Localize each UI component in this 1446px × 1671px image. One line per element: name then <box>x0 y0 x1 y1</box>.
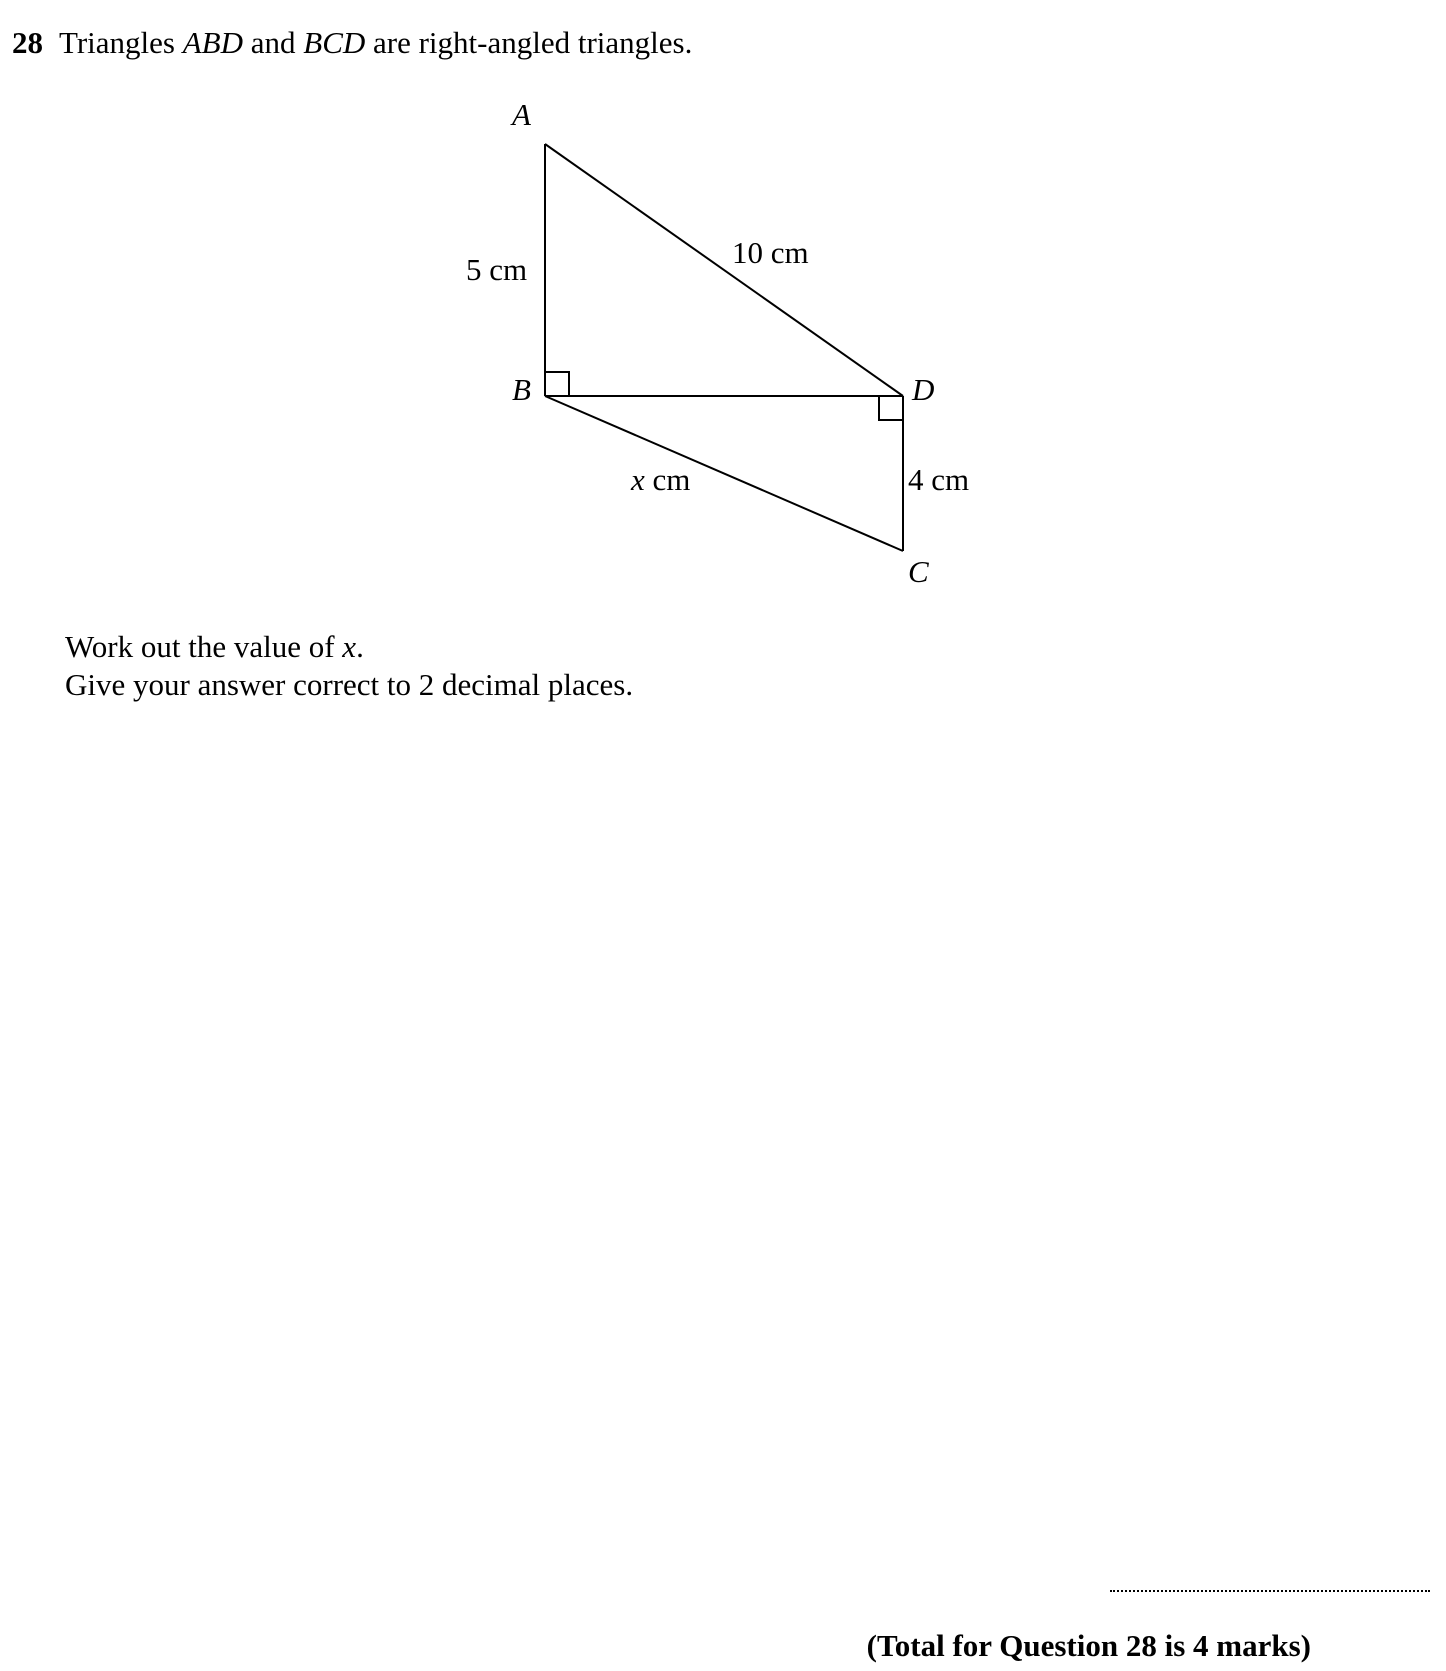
side-label-bc-unit: cm <box>645 462 691 497</box>
stem-part-triangle-abd: ABD <box>182 25 243 60</box>
instruction-variable: x <box>342 629 357 664</box>
vertex-label-c: C <box>908 554 929 589</box>
instruction-text: Work out the value of <box>65 629 343 664</box>
side-label-dc: 4 cm <box>908 462 969 497</box>
stem-part: are right-angled triangles. <box>365 25 693 60</box>
side-label-ab: 5 cm <box>466 252 527 287</box>
stem-part: and <box>243 25 304 60</box>
triangle-edges <box>544 143 904 552</box>
vertex-label-d: D <box>911 372 934 407</box>
question-stem: Triangles ABD and BCD are right-angled t… <box>59 25 692 60</box>
side-label-ad: 10 cm <box>732 235 809 270</box>
right-angle-marker-b <box>545 371 570 396</box>
vertex-label-b: B <box>512 372 531 407</box>
question-header: 28 Triangles ABD and BCD are right-angled… <box>12 24 692 61</box>
instruction-text-end: . <box>356 629 364 664</box>
instruction-line-2: Give your answer correct to 2 decimal pl… <box>65 667 634 702</box>
question-number: 28 <box>12 25 43 60</box>
stem-part-triangle-bcd: BCD <box>303 25 366 60</box>
triangle-diagram: A B D C 5 cm 10 cm 4 cm x cm <box>466 97 969 589</box>
instructions: Work out the value of x. Give your answe… <box>65 628 633 704</box>
right-angle-marker-d <box>878 396 903 421</box>
edge-bc <box>544 395 904 552</box>
side-label-bc: x cm <box>630 462 690 497</box>
stem-part: Triangles <box>59 25 183 60</box>
edge-ad <box>544 143 904 397</box>
instruction-line-1: Work out the value of x. <box>65 628 633 666</box>
answer-line[interactable] <box>1110 1590 1430 1592</box>
vertex-label-a: A <box>510 97 532 132</box>
right-angle-markers <box>545 371 903 421</box>
side-label-bc-variable: x <box>630 462 645 497</box>
total-marks: (Total for Question 28 is 4 marks) <box>866 1628 1311 1663</box>
